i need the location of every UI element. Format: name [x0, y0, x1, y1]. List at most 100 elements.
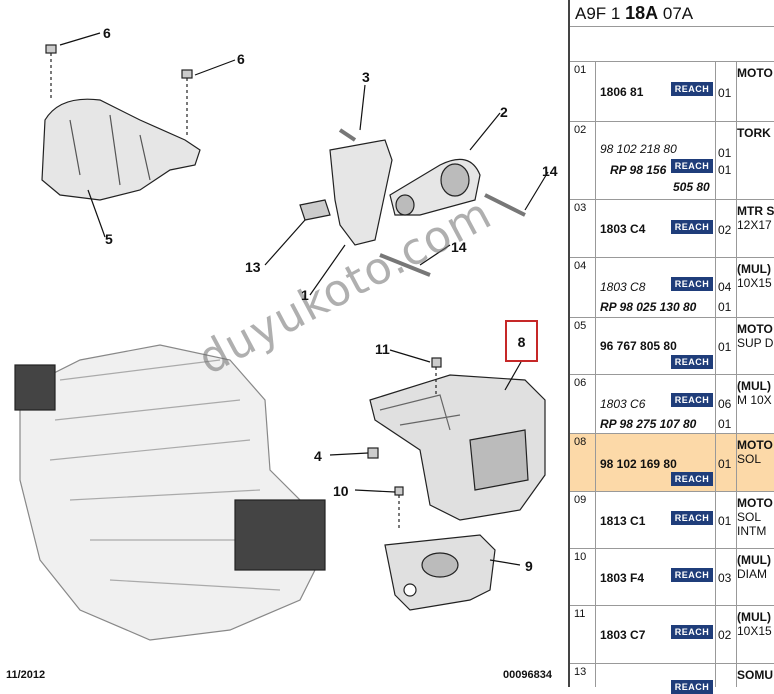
qty-value: 06 — [718, 397, 732, 411]
part-number: 1803 F4 — [600, 571, 645, 585]
row-reference: 98 102 218 80 RP 98 156 REACH 505 80 — [597, 122, 716, 199]
parts-row-04[interactable]: 04 1803 C8 REACH RP 98 025 130 80 04 01 … — [570, 258, 774, 318]
parts-list-panel: A9F 1 18A 07A 01 1806 81 REACH 01 MOTO 0… — [568, 0, 774, 694]
row-reference: 1803 C6 REACH RP 98 275 107 80 — [597, 375, 716, 433]
row-description: (MUL)10X15 — [737, 606, 774, 638]
bolt-6b — [181, 69, 193, 79]
engine-mount-part-5 — [41, 98, 201, 201]
part-number-rp: RP 98 156 — [610, 163, 667, 177]
exploded-diagram: duyukoto.com 6 6 5 3 2 14 13 14 1 11 8 4… — [6, 25, 558, 681]
bracket-part-1 — [329, 139, 393, 246]
row-number: 01 — [570, 62, 596, 121]
desc-title: (MUL) — [737, 379, 771, 393]
row-qty: 01 01 — [716, 122, 737, 199]
row-qty: 03 — [716, 549, 737, 605]
callout-8-label: 8 — [517, 334, 526, 350]
row-number: 04 — [570, 258, 596, 317]
row-description: (MUL)DIAM — [737, 549, 774, 581]
ref-suffix: 07A — [662, 4, 694, 23]
callout-8-highlighted[interactable]: 8 — [505, 320, 538, 362]
row-qty: 01 — [716, 62, 737, 121]
callout-6b[interactable]: 6 — [237, 51, 245, 67]
row-reference: 1803 C8 REACH RP 98 025 130 80 — [597, 258, 716, 317]
desc-title: MOTO — [737, 66, 773, 80]
part-number-old: 1803 C8 — [600, 280, 646, 294]
engine-mount-drawing — [14, 32, 549, 641]
parts-row-06[interactable]: 06 1803 C6 REACH RP 98 275 107 80 06 01 … — [570, 375, 774, 434]
qty-value: 02 — [718, 628, 732, 642]
reach-badge: REACH — [671, 625, 713, 639]
callout-10[interactable]: 10 — [333, 483, 349, 499]
reach-badge: REACH — [671, 220, 713, 234]
desc-title: MTR S — [737, 204, 774, 218]
reach-badge: REACH — [671, 680, 713, 694]
callout-13[interactable]: 13 — [245, 259, 261, 275]
qty-value: 01 — [718, 163, 732, 177]
reference-header: A9F 1 18A 07A — [570, 0, 774, 27]
parts-row-01[interactable]: 01 1806 81 REACH 01 MOTO — [570, 62, 774, 122]
row-reference: 98 102 169 80 REACH — [597, 434, 716, 491]
parts-row-11[interactable]: 11 1803 C7 REACH 02 (MUL)10X15 — [570, 606, 774, 664]
desc-detail: DIAM — [737, 567, 767, 581]
reach-badge: REACH — [671, 511, 713, 525]
part-number: 1803 C4 — [600, 222, 646, 236]
row-number: 09 — [570, 492, 596, 548]
qty-value: 01 — [718, 340, 732, 354]
desc-title: TORK — [737, 126, 771, 140]
callout-11[interactable]: 11 — [375, 341, 390, 357]
callout-14a[interactable]: 14 — [542, 163, 558, 179]
diagram-date: 11/2012 — [6, 669, 46, 681]
desc-title: MOTO — [737, 438, 773, 452]
row-reference: 1806 81 REACH — [597, 62, 716, 121]
part-number-old: 1803 C6 — [600, 397, 646, 411]
row-reference: 96 767 805 80 REACH — [597, 318, 716, 374]
parts-row-13[interactable]: 13 REACH SOMU — [570, 664, 774, 694]
callout-4[interactable]: 4 — [314, 448, 322, 464]
callout-5[interactable]: 5 — [105, 231, 113, 247]
part-number: 96 767 805 80 — [600, 339, 677, 353]
row-qty: 01 — [716, 434, 737, 491]
desc-detail: 10X15 — [737, 276, 772, 290]
reach-badge: REACH — [671, 472, 713, 486]
callout-1[interactable]: 1 — [301, 287, 309, 303]
row-reference: 1803 F4 REACH — [597, 549, 716, 605]
callout-2[interactable]: 2 — [500, 104, 508, 120]
row-description: (MUL)M 10X — [737, 375, 774, 407]
row-number: 03 — [570, 200, 596, 257]
row-qty: 02 — [716, 606, 737, 663]
qty-value: 01 — [718, 86, 732, 100]
part-number-rp: RP 98 025 130 80 — [600, 300, 697, 314]
desc-title: MOTO — [737, 322, 773, 336]
row-reference: REACH — [597, 664, 716, 694]
desc-detail: SUP D — [737, 336, 774, 350]
part-number: 1803 C7 — [600, 628, 646, 642]
desc-title: (MUL) — [737, 553, 771, 567]
part-number: 1806 81 — [600, 85, 644, 99]
desc-detail: 12X17 — [737, 218, 772, 232]
row-description: MOTO — [737, 62, 774, 80]
row-description: (MUL)10X15 — [737, 258, 774, 290]
qty-value: 01 — [718, 457, 732, 471]
callout-6a[interactable]: 6 — [103, 25, 111, 41]
parts-row-10[interactable]: 10 1803 F4 REACH 03 (MUL)DIAM — [570, 549, 774, 606]
row-qty — [716, 664, 737, 687]
callout-3[interactable]: 3 — [362, 69, 370, 85]
qty-value: 04 — [718, 280, 732, 294]
parts-row-02[interactable]: 02 98 102 218 80 RP 98 156 REACH 505 80 … — [570, 122, 774, 200]
callout-9[interactable]: 9 — [525, 558, 533, 574]
qty-value: 02 — [718, 223, 732, 237]
callout-14b[interactable]: 14 — [451, 239, 467, 255]
desc-title: MOTO — [737, 496, 773, 510]
desc-title: (MUL) — [737, 610, 771, 624]
reach-badge: REACH — [671, 82, 713, 96]
reach-badge: REACH — [671, 159, 713, 173]
part-number-rp: RP 98 275 107 80 — [600, 417, 697, 431]
row-qty: 02 — [716, 200, 737, 257]
